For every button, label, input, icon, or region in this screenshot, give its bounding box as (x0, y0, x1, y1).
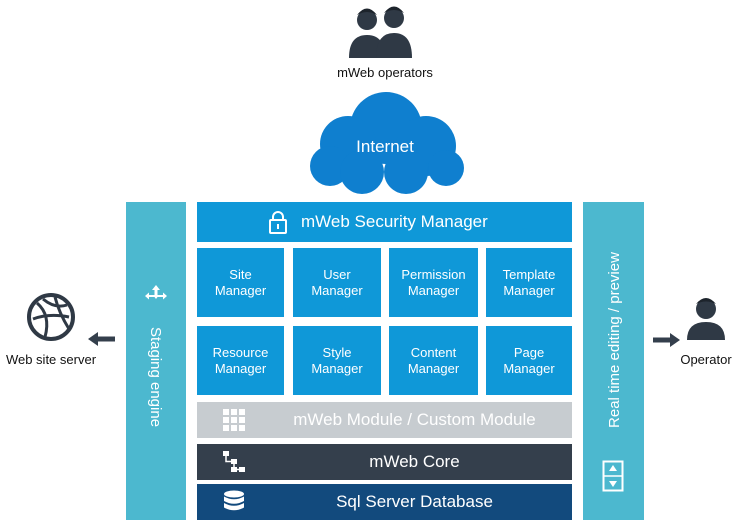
operator-label: Operator (680, 351, 732, 367)
style-manager-tile: Style Manager (293, 326, 381, 395)
globe-icon (27, 293, 75, 341)
database-icon (224, 490, 244, 511)
tile-line1: Style (322, 344, 352, 360)
tile-line2: Manager (407, 360, 460, 376)
arrow-right-icon (653, 333, 680, 347)
tile-line2: Manager (214, 360, 267, 376)
cloud-icon (310, 92, 464, 194)
arrow-left-icon (88, 332, 115, 346)
users-icon (349, 6, 412, 58)
tile-line1: Resource (212, 344, 269, 360)
tile-line1: Site (229, 266, 252, 282)
database-bar: Sql Server Database (197, 484, 572, 520)
core-bar: mWeb Core (197, 444, 572, 480)
database-bar-label: Sql Server Database (336, 492, 493, 511)
permission-manager-tile: Permission Manager (389, 248, 478, 317)
security-manager-bar: mWeb Security Manager (197, 202, 572, 242)
tile-line1: Permission (401, 266, 466, 282)
core-bar-label: mWeb Core (369, 452, 460, 471)
tile-line1: User (323, 266, 351, 282)
site-manager-tile: Site Manager (197, 248, 284, 317)
security-manager-label: mWeb Security Manager (301, 212, 488, 231)
sync-arrows-icon (145, 285, 167, 300)
tile-line2: Manager (214, 282, 267, 298)
realtime-editing-label: Real time editing / preview (605, 252, 623, 428)
staging-engine-label: Staging engine (147, 326, 165, 428)
internet-label: Internet (356, 137, 414, 156)
tile-line2: Manager (407, 282, 460, 298)
operators-label: mWeb operators (337, 64, 433, 80)
module-bar-label: mWeb Module / Custom Module (293, 410, 536, 429)
tile-line2: Manager (503, 360, 555, 376)
resource-manager-tile: Resource Manager (197, 326, 284, 395)
staging-engine-column (126, 202, 186, 520)
user-icon (687, 298, 725, 340)
lock-icon (269, 211, 287, 234)
hierarchy-icon (223, 451, 245, 472)
web-site-server-label: Web site server (5, 351, 97, 367)
tile-line2: Manager (503, 282, 555, 298)
tile-line1: Page (513, 344, 545, 360)
grid-icon (223, 409, 245, 431)
template-manager-tile: Template Manager (486, 248, 572, 317)
tile-line1: Template (502, 266, 556, 282)
content-manager-tile: Content Manager (389, 326, 478, 395)
tile-line2: Manager (311, 282, 363, 298)
page-manager-tile: Page Manager (486, 326, 572, 395)
module-bar: mWeb Module / Custom Module (197, 402, 572, 438)
user-manager-tile: User Manager (293, 248, 381, 317)
tile-line1: Content (410, 344, 457, 360)
tile-line2: Manager (311, 360, 363, 376)
scroll-icon (602, 460, 624, 492)
